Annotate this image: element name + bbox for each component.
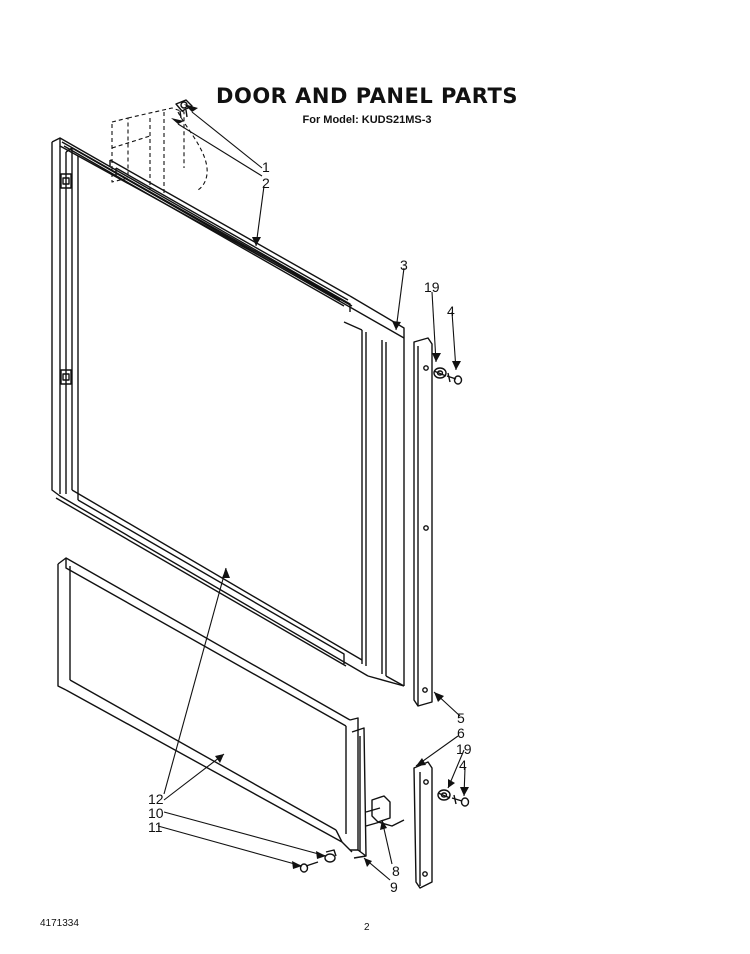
door-panel bbox=[51, 137, 405, 687]
lower-access-panel bbox=[57, 557, 367, 859]
callout-1: 1 bbox=[262, 159, 270, 175]
lower-screw-4 bbox=[451, 794, 470, 807]
top-trim-strip bbox=[61, 141, 353, 307]
callout-6: 6 bbox=[457, 725, 465, 741]
callout-19-lower: 19 bbox=[456, 741, 472, 757]
page-title: DOOR AND PANEL PARTS bbox=[216, 84, 518, 108]
callout-2: 2 bbox=[262, 175, 270, 191]
screw-part-11 bbox=[299, 861, 319, 873]
side-trim-bar bbox=[413, 337, 433, 707]
callout-labels: 1 2 3 19 4 5 6 19 4 12 10 11 8 9 bbox=[148, 159, 472, 895]
callout-11: 11 bbox=[148, 819, 163, 835]
lower-bracket-clip bbox=[365, 795, 405, 827]
screw-part-10 bbox=[324, 849, 337, 863]
callout-10: 10 bbox=[148, 805, 164, 821]
upper-screw-4 bbox=[446, 372, 463, 385]
callout-19-upper: 19 bbox=[424, 279, 440, 295]
callout-9: 9 bbox=[390, 879, 398, 895]
callout-8: 8 bbox=[392, 863, 400, 879]
page-number: 2 bbox=[364, 922, 370, 933]
upper-fastener-19 bbox=[433, 367, 447, 379]
leader-arrowheads bbox=[171, 104, 469, 869]
callout-4-lower: 4 bbox=[459, 757, 467, 773]
callout-12: 12 bbox=[148, 791, 164, 807]
callout-3: 3 bbox=[400, 257, 408, 273]
document-number: 4171334 bbox=[40, 918, 79, 929]
lower-fastener-19 bbox=[437, 789, 451, 801]
model-subtitle: For Model: KUDS21MS-3 bbox=[302, 114, 432, 126]
callout-5: 5 bbox=[457, 710, 465, 726]
screw-part-1 bbox=[175, 99, 193, 119]
lower-side-trim bbox=[413, 761, 433, 889]
dashed-mounting-bracket bbox=[111, 107, 208, 196]
callout-4-upper: 4 bbox=[447, 303, 455, 319]
